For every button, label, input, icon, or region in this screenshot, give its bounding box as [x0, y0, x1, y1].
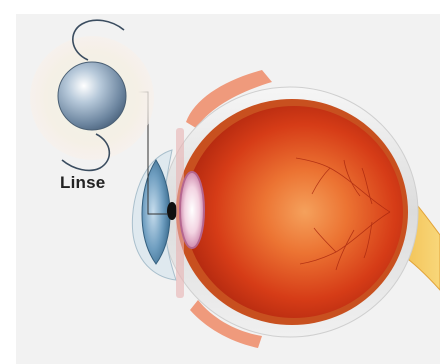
- intraocular-lens-icon: [58, 62, 126, 130]
- vitreous-body: [185, 106, 403, 318]
- implant-in-eye: [180, 172, 204, 248]
- pupil: [167, 202, 177, 220]
- lens-label: Linse: [60, 174, 105, 191]
